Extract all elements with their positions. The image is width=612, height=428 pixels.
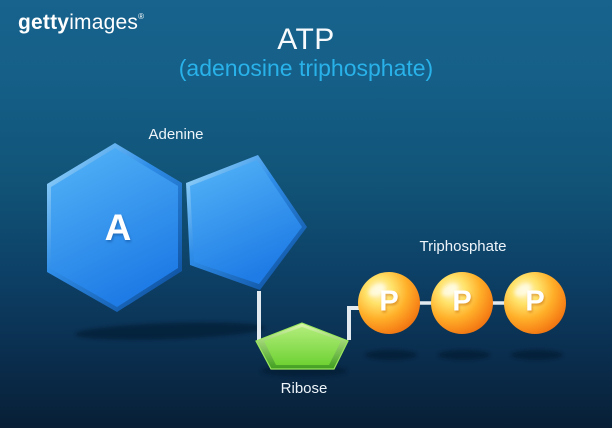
adenine-hexagon-face: [51, 148, 178, 307]
phosphate-sphere-3-highlight: [514, 283, 532, 297]
adenine-shadow: [75, 322, 265, 340]
ribose-label: Ribose: [280, 380, 328, 397]
ribose-pentagon-face: [264, 327, 341, 365]
gettyimages-watermark: gettyimages®: [18, 11, 144, 35]
triphosphate-label: Triphosphate: [419, 238, 507, 255]
ribose-phosphate-bond: [347, 306, 361, 340]
phosphate-letter-2: P: [452, 285, 472, 318]
adenine-letter: A: [104, 207, 132, 248]
page-subtitle: (adenosine triphosphate): [178, 55, 434, 81]
phosphate-sphere-1-highlight: [368, 283, 386, 297]
phosphate-shadow-3: [511, 350, 563, 360]
phosphate-letter-3: P: [525, 285, 545, 318]
adenine-label: Adenine: [148, 126, 204, 143]
phosphate-sphere-2-highlight: [441, 283, 459, 297]
phosphate-shadow-2: [438, 350, 490, 360]
page-title: ATP: [277, 23, 335, 56]
adenine-pentagon-face: [190, 160, 302, 284]
phosphate-letter-1: P: [379, 285, 399, 318]
phosphate-shadow-1: [365, 350, 417, 360]
watermark-bold-part: getty: [18, 11, 70, 34]
watermark-light-part: images: [69, 11, 139, 34]
registered-mark: ®: [138, 12, 145, 21]
